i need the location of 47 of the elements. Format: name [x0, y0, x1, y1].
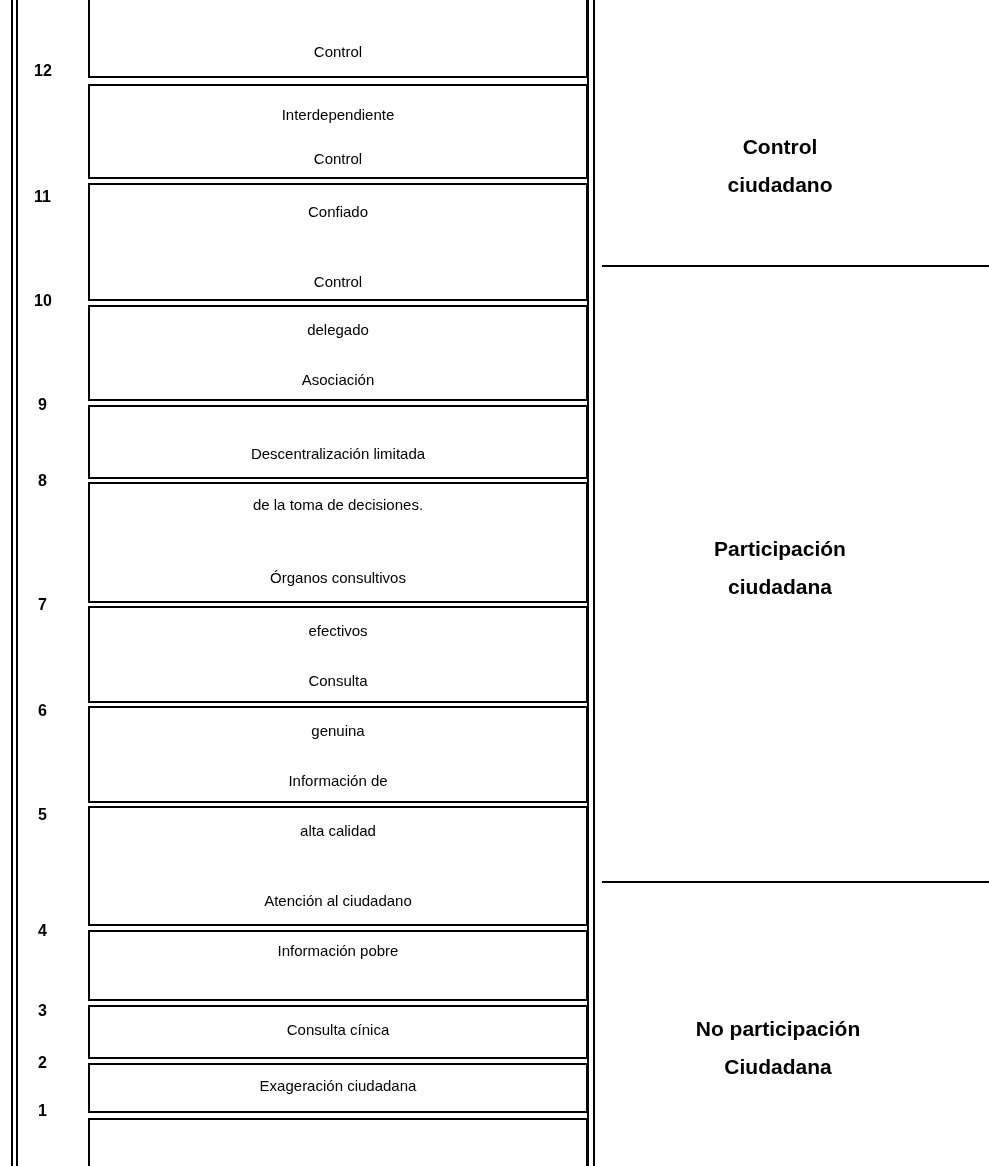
ladder-rung-box — [88, 1005, 588, 1059]
step-number: 1 — [38, 1102, 47, 1120]
rung-text: Confiado — [306, 203, 369, 220]
rung-text: genuina — [310, 722, 366, 739]
rung-text: de la toma de decisiones. — [251, 496, 425, 513]
rung-text: Información de — [287, 772, 389, 789]
rung-text: Exageración ciudadana — [258, 1077, 418, 1094]
step-number: 9 — [38, 396, 47, 414]
rung-text: Consulta cínica — [285, 1021, 391, 1038]
step-number: 11 — [34, 188, 51, 206]
category-label: No participación Ciudadana — [694, 1016, 862, 1080]
ladder-rung-box — [88, 482, 588, 603]
step-number: 8 — [38, 472, 47, 490]
rung-text: Información pobre — [276, 942, 400, 959]
rung-text: Consulta — [307, 672, 369, 689]
step-number: 12 — [34, 62, 52, 80]
step-number: 6 — [38, 702, 47, 720]
rung-text: Descentralización limitada — [249, 445, 427, 462]
rung-text: Órganos consultivos — [269, 569, 407, 586]
rung-text: Interdependiente — [280, 106, 396, 123]
ladder-rung-box — [88, 1063, 588, 1113]
ladder-rung-box — [88, 84, 588, 179]
ladder-rung-box — [88, 183, 588, 301]
rung-text: efectivos — [307, 622, 369, 639]
ladder-rung-box — [88, 305, 588, 401]
rung-text: Control — [312, 273, 364, 290]
step-number: 5 — [38, 806, 47, 824]
rung-text: Atención al ciudadano — [263, 892, 413, 909]
category-label: Control ciudadano — [726, 134, 834, 198]
ladder-rung-box — [88, 606, 588, 703]
rung-text: Control — [312, 43, 364, 60]
rung-text: Asociación — [300, 371, 376, 388]
ladder-rung-box — [88, 1118, 588, 1166]
step-number: 4 — [38, 922, 47, 940]
ladder-rung-box — [88, 0, 588, 78]
rung-text: Control — [312, 150, 364, 167]
rung-text: delegado — [306, 321, 370, 338]
step-number: 7 — [38, 596, 47, 614]
step-number: 10 — [34, 292, 52, 310]
ladder-rung-box — [88, 706, 588, 803]
ladder-rung-box — [88, 806, 588, 926]
rung-text: alta calidad — [299, 822, 377, 839]
ladder-rung-box — [88, 930, 588, 1001]
step-number: 3 — [38, 1002, 47, 1020]
step-number: 2 — [38, 1054, 47, 1072]
category-label: Participación ciudadana — [713, 536, 847, 600]
ladder-rung-box — [88, 405, 588, 479]
